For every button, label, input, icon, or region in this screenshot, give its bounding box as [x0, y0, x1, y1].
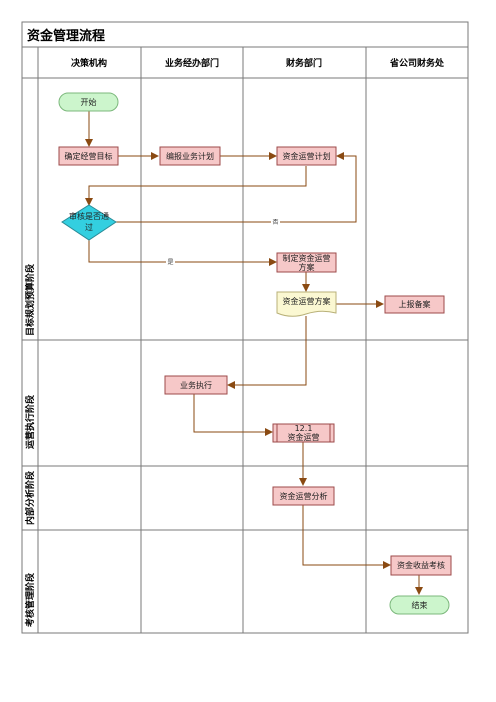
phase-label-assessment: 考核管理阶段: [24, 572, 36, 627]
make-scheme-label-1: 制定资金运营: [283, 253, 331, 263]
make-scheme-process: [276, 252, 337, 273]
end-terminal: [389, 595, 450, 615]
edge-review-yes: [88, 240, 277, 266]
ops-subprocess: [272, 423, 335, 443]
scheme-document-label: 资金运营方案: [283, 296, 331, 306]
phase-label-planning: 目标规划预算阶段: [24, 263, 36, 336]
phase-label-analysis: 内部分析阶段: [24, 470, 36, 525]
scheme-document: [276, 291, 337, 317]
biz-exec-label: 业务执行: [180, 380, 212, 390]
end-label: 结束: [412, 600, 428, 610]
connectors: [85, 111, 423, 595]
fund-plan-label: 资金运营计划: [283, 151, 331, 161]
review-label-line1: 审核是否通: [69, 211, 109, 221]
edge-fundplan-to-review: [85, 166, 307, 206]
edge-doc-to-exec: [227, 316, 307, 389]
ops-number-label: 12.1: [295, 424, 313, 433]
edge-label-no: 否: [272, 219, 278, 226]
edge-label-no-bg: [271, 217, 280, 226]
report-label: 上报备案: [399, 299, 431, 309]
outer-frame: [21, 21, 469, 634]
biz-plan-label: 编报业务计划: [166, 151, 214, 161]
lane-header-business: 业务经办部门: [165, 57, 219, 69]
review-decision: [61, 204, 117, 241]
set-goal-label: 确定经营目标: [65, 151, 113, 161]
set-goal-process: [58, 146, 119, 166]
report-process: [384, 295, 445, 314]
phase-label-execution: 运营执行阶段: [24, 394, 36, 449]
lane-header-decision: 决策机构: [71, 57, 107, 69]
review-label-line2: 过: [85, 222, 93, 232]
edge-label-yes-bg: [166, 257, 175, 266]
edge-exec-to-ops: [193, 394, 273, 436]
ops-label: 资金运营: [288, 432, 320, 442]
edge-analysis-to-assess: [302, 505, 391, 569]
biz-exec-process: [164, 375, 228, 395]
edge-label-yes: 是: [167, 259, 173, 266]
fund-plan-process: [276, 146, 337, 166]
biz-plan-process: [159, 146, 221, 166]
analysis-label: 资金运营分析: [280, 491, 328, 501]
start-terminal: [58, 92, 119, 112]
assess-process: [390, 555, 452, 576]
start-label: 开始: [81, 97, 97, 107]
chart-title: 资金管理流程: [27, 28, 105, 44]
assess-label: 资金收益考核: [397, 560, 445, 570]
analysis-process: [272, 486, 335, 506]
lane-header-province: 省公司财务处: [389, 57, 445, 69]
edge-review-no: [116, 152, 357, 223]
make-scheme-label-2: 方案: [299, 262, 315, 272]
lane-header-finance: 财务部门: [285, 57, 322, 69]
